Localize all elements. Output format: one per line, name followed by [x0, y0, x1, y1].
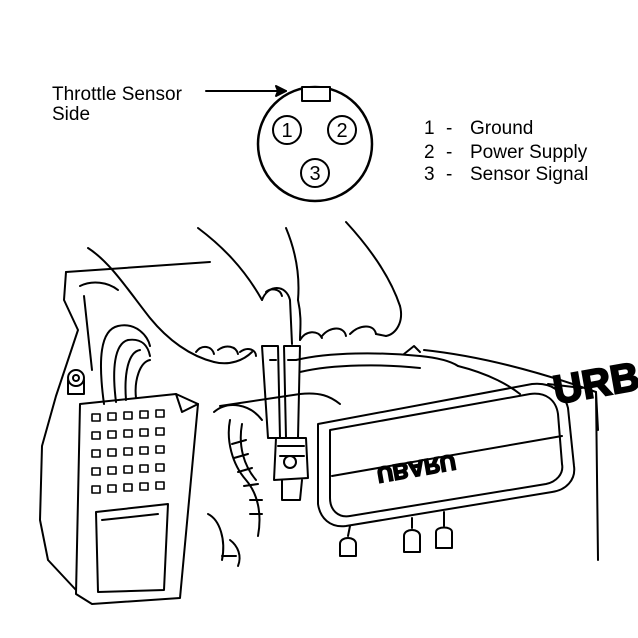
connector-face — [256, 85, 374, 203]
wiring-harness — [207, 345, 521, 567]
legend-num-1: 1 — [424, 118, 435, 139]
tester-box — [75, 324, 199, 605]
pin-1-circle — [272, 115, 302, 145]
cover-text-top: URBO — [550, 349, 638, 413]
engine-bay — [39, 261, 599, 591]
engine-cover-lettering: URBO UBARU — [374, 348, 638, 488]
test-probes — [261, 345, 301, 439]
legend-num-3: 3 — [424, 164, 435, 185]
pin-1-number: 1 — [281, 120, 292, 142]
legend-text-power-supply: Power Supply — [470, 142, 588, 163]
callout-label-line2: Side — [52, 104, 91, 125]
tester-led-grid — [91, 409, 165, 494]
pin-3-circle — [300, 158, 330, 188]
legend-text-sensor-signal: Sensor Signal — [470, 164, 589, 185]
hands — [87, 221, 402, 365]
legend-text-ground: Ground — [470, 118, 534, 139]
throttle-sensor-connector — [273, 437, 309, 501]
engine-cover — [317, 382, 576, 557]
callout-arrow — [205, 85, 287, 97]
callout-label-line1: Throttle Sensor — [52, 84, 182, 105]
legend-dash-1: - — [446, 118, 453, 139]
legend-num-2: 2 — [424, 142, 435, 163]
cover-text-bottom: UBARU — [375, 449, 458, 487]
legend-dash-3: - — [446, 164, 453, 185]
pin-numbers: 1 2 3 — [281, 120, 347, 185]
pin-3-number: 3 — [309, 163, 320, 185]
pin-2-circle — [327, 115, 357, 145]
legend-dash-2: - — [446, 142, 453, 163]
pin-2-number: 2 — [336, 120, 347, 142]
